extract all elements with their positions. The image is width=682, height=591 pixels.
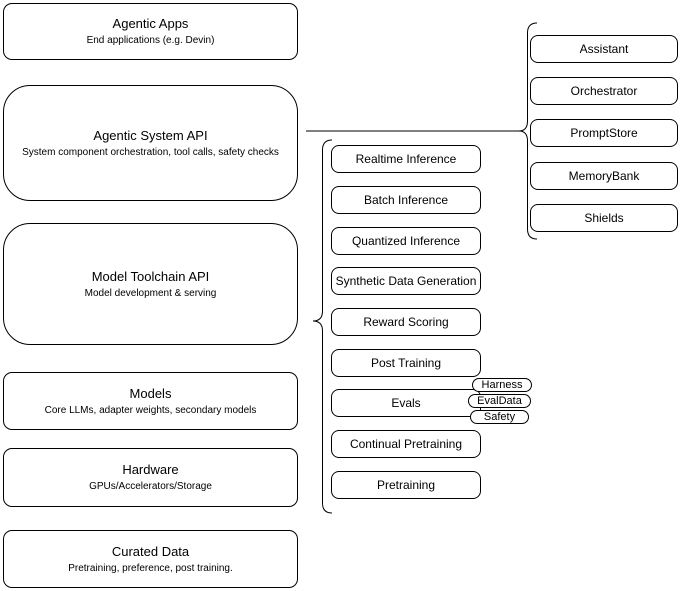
node-title: Agentic Apps xyxy=(112,16,189,31)
node-subtitle: GPUs/Accelerators/Storage xyxy=(89,481,212,492)
node-label: Post Training xyxy=(370,356,442,370)
node-shields: Shields xyxy=(530,204,678,232)
node-label: Realtime Inference xyxy=(355,152,457,166)
node-label: Orchestrator xyxy=(570,84,638,98)
node-label: Assistant xyxy=(579,42,629,56)
node-evals: Evals xyxy=(331,389,481,417)
node-label: Continual Pretraining xyxy=(349,437,463,451)
tag-evaldata: EvalData xyxy=(468,394,531,408)
node-realtime-inference: Realtime Inference xyxy=(331,145,481,173)
node-agentic-system-api: Agentic System API System component orch… xyxy=(3,85,298,201)
node-title: Model Toolchain API xyxy=(91,268,210,284)
node-models: Models Core LLMs, adapter weights, secon… xyxy=(3,372,298,430)
node-label: Synthetic Data Generation xyxy=(335,274,477,288)
node-assistant: Assistant xyxy=(530,35,678,63)
node-label: Quantized Inference xyxy=(351,234,461,248)
tag-safety: Safety xyxy=(470,410,529,424)
node-synthetic-data-generation: Synthetic Data Generation xyxy=(331,267,481,295)
node-quantized-inference: Quantized Inference xyxy=(331,227,481,255)
node-pretraining: Pretraining xyxy=(331,471,481,499)
node-reward-scoring: Reward Scoring xyxy=(331,308,481,336)
node-subtitle: End applications (e.g. Devin) xyxy=(86,35,215,46)
node-subtitle: Pretraining, preference, post training. xyxy=(68,562,233,574)
node-title: Models xyxy=(129,385,172,401)
node-curated-data: Curated Data Pretraining, preference, po… xyxy=(3,530,298,588)
node-promptstore: PromptStore xyxy=(530,119,678,147)
node-label: Evals xyxy=(391,396,421,410)
node-memorybank: MemoryBank xyxy=(530,162,678,190)
node-label: Pretraining xyxy=(376,478,436,492)
node-post-training: Post Training xyxy=(331,349,481,377)
node-label: MemoryBank xyxy=(568,169,640,183)
tag-harness: Harness xyxy=(472,378,532,392)
node-title: Hardware xyxy=(122,462,179,477)
node-label: PromptStore xyxy=(570,126,638,140)
node-subtitle: Core LLMs, adapter weights, secondary mo… xyxy=(44,404,257,416)
node-subtitle: Model development & serving xyxy=(84,287,217,299)
node-batch-inference: Batch Inference xyxy=(331,186,481,214)
node-title: Agentic System API xyxy=(93,127,208,143)
node-subtitle: System component orchestration, tool cal… xyxy=(22,146,279,158)
node-orchestrator: Orchestrator xyxy=(530,77,678,105)
node-label: Batch Inference xyxy=(363,193,449,207)
node-hardware: Hardware GPUs/Accelerators/Storage xyxy=(3,448,298,507)
node-agentic-apps: Agentic Apps End applications (e.g. Devi… xyxy=(3,3,298,60)
node-title: Curated Data xyxy=(111,543,190,559)
node-label: Reward Scoring xyxy=(363,315,449,329)
curly-brace-toolchain xyxy=(312,139,333,514)
node-label: Shields xyxy=(584,211,624,225)
node-continual-pretraining: Continual Pretraining xyxy=(331,430,481,458)
node-model-toolchain-api: Model Toolchain API Model development & … xyxy=(3,223,298,345)
